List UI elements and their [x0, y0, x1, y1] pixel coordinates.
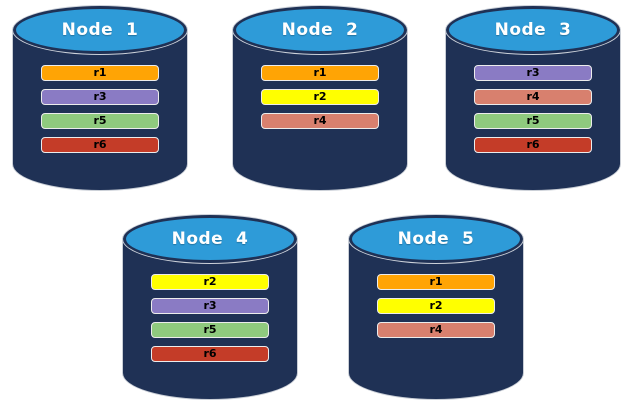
replica-bar: r2 — [151, 274, 269, 290]
replica-bar: r6 — [41, 137, 159, 153]
replica-bar: r2 — [377, 298, 495, 314]
node-1-label: Node 1 — [61, 20, 139, 40]
node-4-cylinder-top: Node 4 — [123, 215, 297, 263]
node-1-replica-list: r1 r3 r5 r6 — [13, 65, 187, 153]
replica-bar: r4 — [474, 89, 592, 105]
replica-bar: r3 — [474, 65, 592, 81]
node-5-cylinder-top: Node 5 — [349, 215, 523, 263]
node-3-cylinder: Node 3 r3 r4 r5 r6 — [446, 6, 620, 190]
node-4-label: Node 4 — [171, 229, 249, 249]
node-2-cylinder-top: Node 2 — [233, 6, 407, 54]
replica-bar: r6 — [151, 346, 269, 362]
node-1-cylinder-top: Node 1 — [13, 6, 187, 54]
node-1-cylinder-body — [13, 30, 187, 190]
replica-bar: r5 — [474, 113, 592, 129]
node-2-cylinder: Node 2 r1 r2 r4 — [233, 6, 407, 190]
node-5-replica-list: r1 r2 r4 — [349, 274, 523, 338]
replica-bar: r2 — [261, 89, 379, 105]
node-3-cylinder-top: Node 3 — [446, 6, 620, 54]
node-5-cylinder-body — [349, 239, 523, 399]
node-1-cylinder: Node 1 r1 r3 r5 r6 — [13, 6, 187, 190]
replica-bar: r5 — [41, 113, 159, 129]
replica-bar: r4 — [377, 322, 495, 338]
replica-bar: r1 — [377, 274, 495, 290]
node-4-cylinder-body — [123, 239, 297, 399]
replica-bar: r3 — [151, 298, 269, 314]
node-5-label: Node 5 — [397, 229, 475, 249]
replica-bar: r5 — [151, 322, 269, 338]
node-2-replica-list: r1 r2 r4 — [233, 65, 407, 129]
node-4-replica-list: r2 r3 r5 r6 — [123, 274, 297, 362]
replica-bar: r6 — [474, 137, 592, 153]
replica-bar: r1 — [41, 65, 159, 81]
node-2-cylinder-body — [233, 30, 407, 190]
node-3-cylinder-body — [446, 30, 620, 190]
node-3-label: Node 3 — [494, 20, 572, 40]
replica-bar: r3 — [41, 89, 159, 105]
node-4-cylinder: Node 4 r2 r3 r5 r6 — [123, 215, 297, 399]
node-3-replica-list: r3 r4 r5 r6 — [446, 65, 620, 153]
replica-bar: r4 — [261, 113, 379, 129]
node-2-label: Node 2 — [281, 20, 359, 40]
replica-bar: r1 — [261, 65, 379, 81]
node-5-cylinder: Node 5 r1 r2 r4 — [349, 215, 523, 399]
